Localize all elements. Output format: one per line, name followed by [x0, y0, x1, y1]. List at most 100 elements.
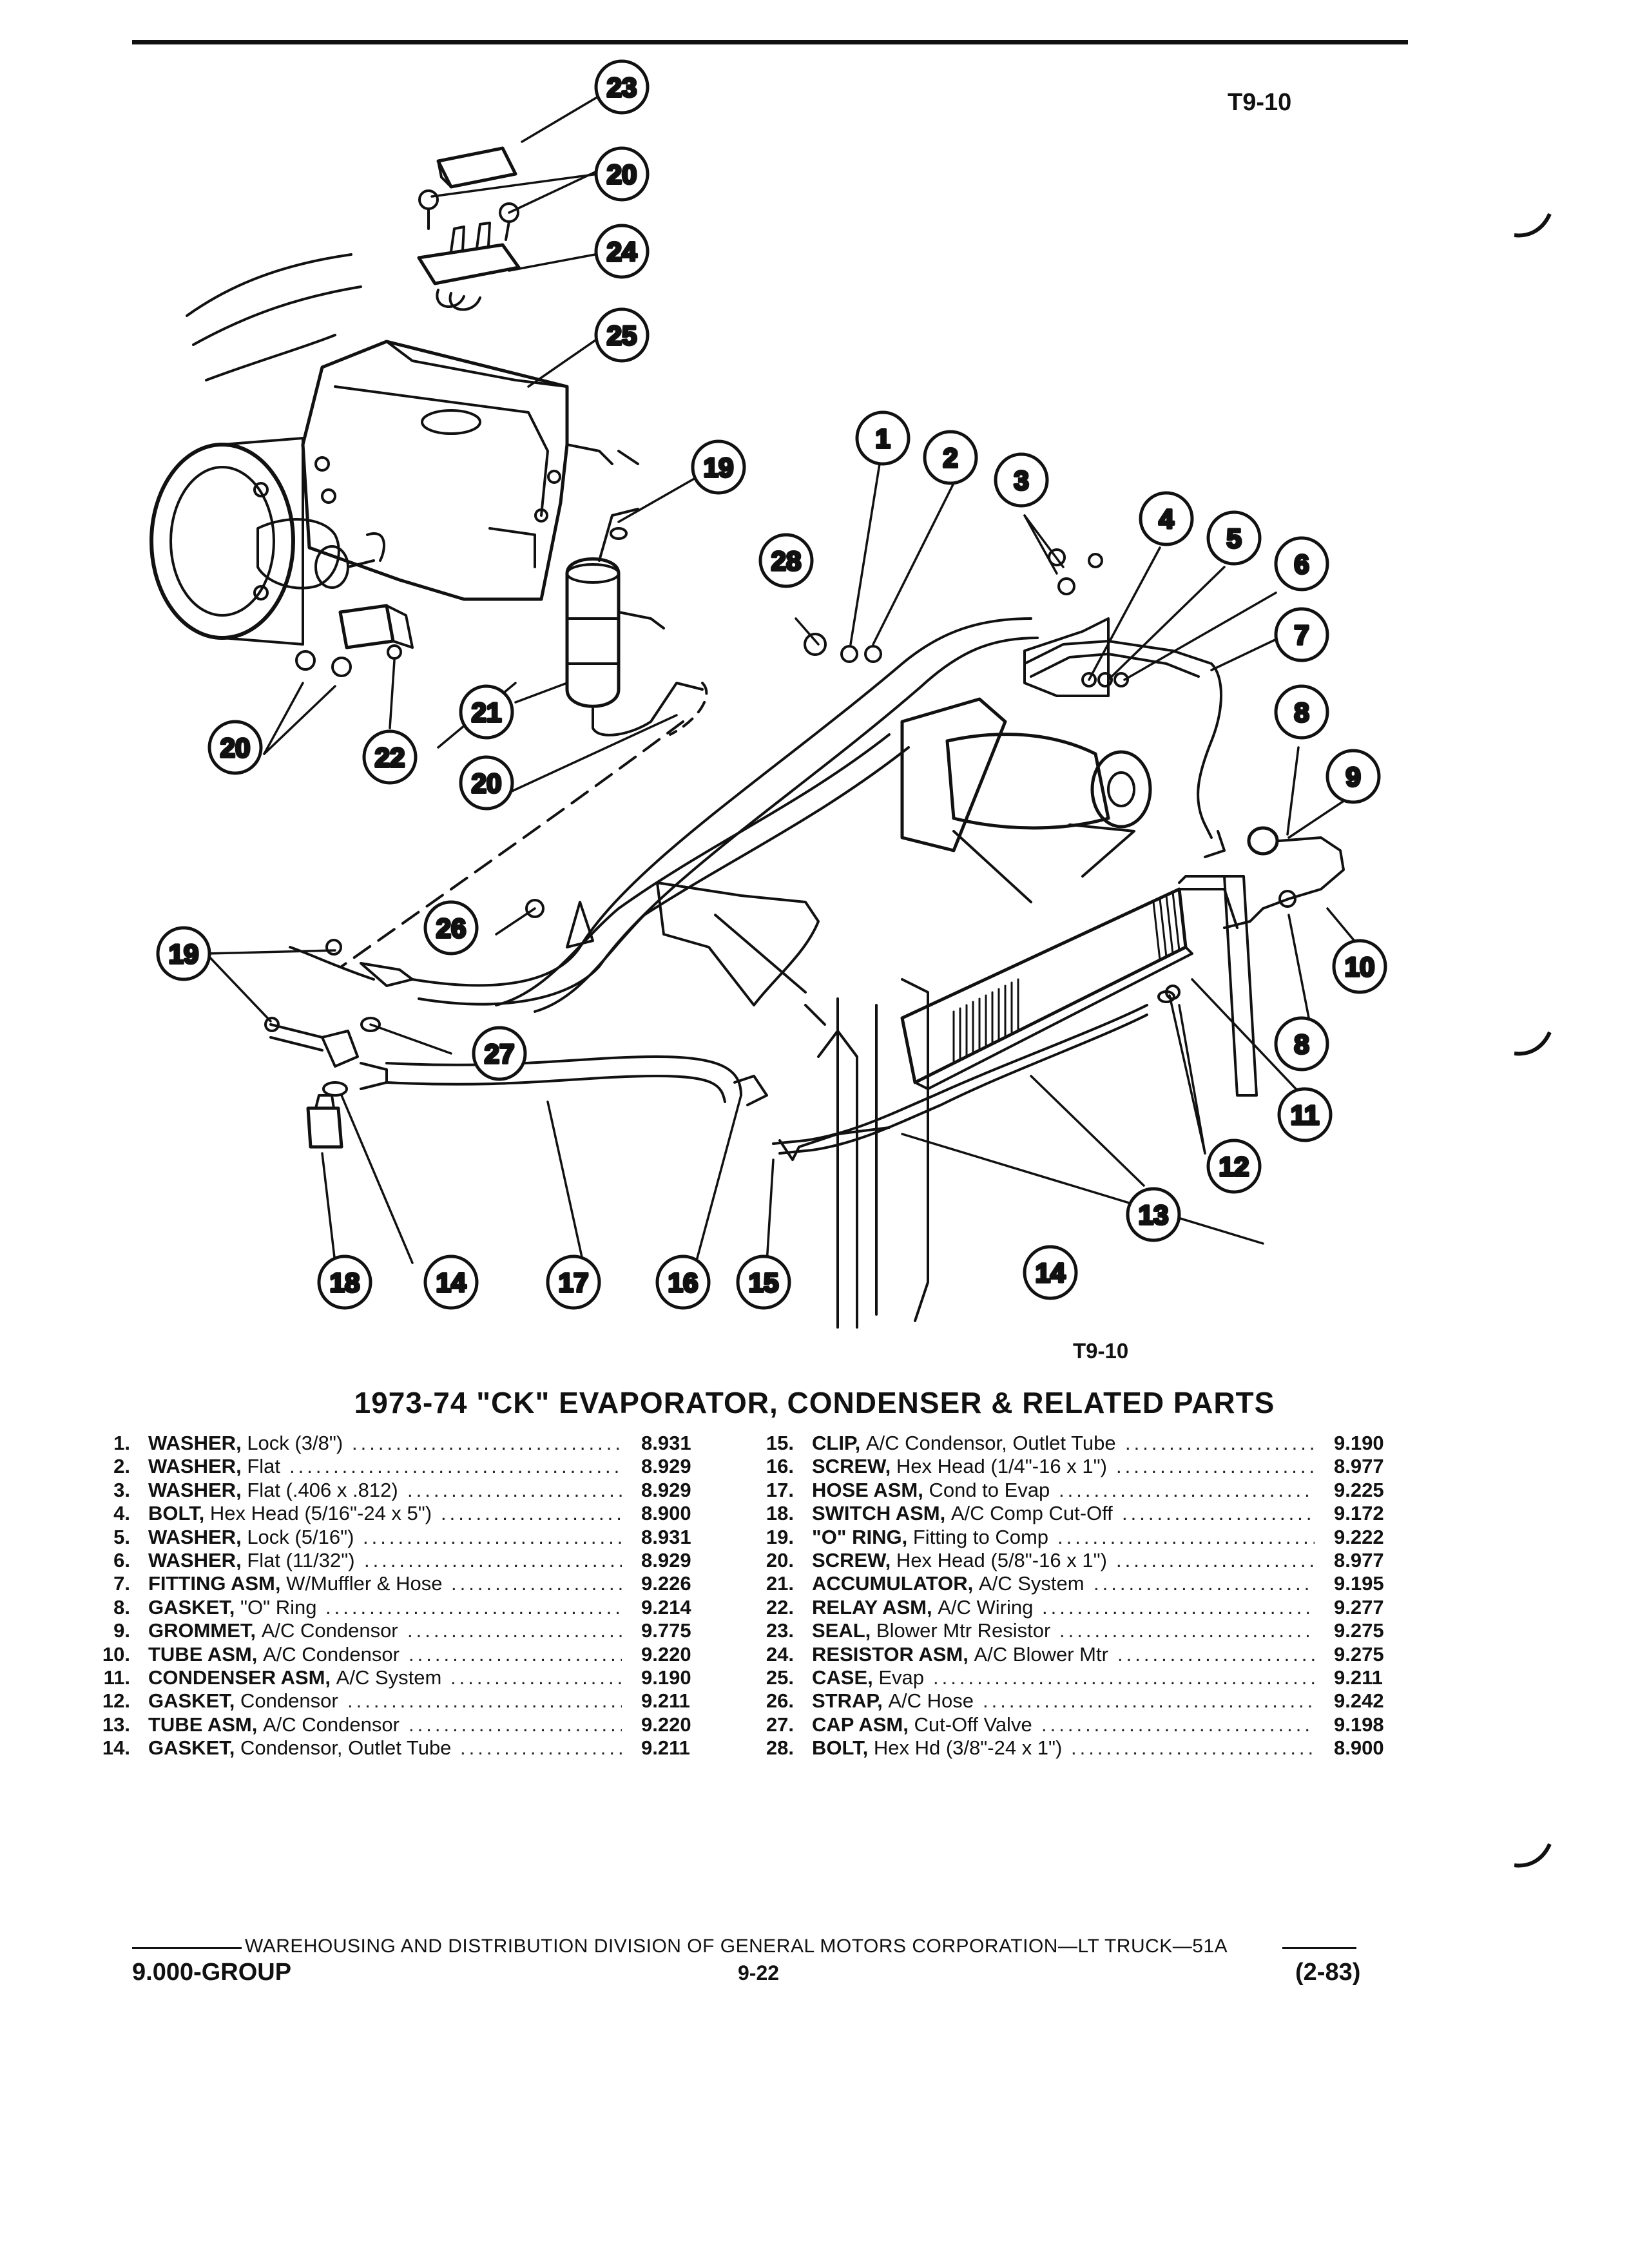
dot-leader: .................................... — [325, 1595, 622, 1619]
part-number: 3. — [113, 1478, 130, 1501]
parts-list-row: 8.GASKET, "O" Ring......................… — [90, 1596, 735, 1619]
part-name: TUBE ASM, — [148, 1642, 258, 1666]
part-name-line: SEAL, Blower Mtr Resistor — [812, 1619, 1050, 1642]
group-number: 9.275 — [1334, 1642, 1384, 1666]
part-description: A/C System — [978, 1572, 1084, 1595]
part-description: A/C System — [336, 1666, 442, 1689]
part-name-line: CONDENSER ASM, A/C System — [148, 1666, 441, 1689]
dot-leader: ...................... — [441, 1502, 622, 1525]
callout-9: 9 — [1325, 749, 1381, 804]
part-number: 13. — [102, 1713, 130, 1736]
callout-22: 22 — [362, 729, 418, 785]
group-number: 9.214 — [641, 1595, 691, 1619]
part-name-line: "O" RING, Fitting to Comp — [812, 1526, 1048, 1549]
group-number: 8.900 — [641, 1502, 691, 1525]
part-number: 6. — [113, 1548, 130, 1571]
part-number: 17. — [766, 1478, 794, 1501]
parts-list-row: 13.TUBE ASM, A/C Condensor..............… — [90, 1713, 735, 1736]
part-number: 5. — [113, 1525, 130, 1548]
dot-leader: ................................. — [352, 1432, 622, 1454]
group-number: 9.775 — [641, 1619, 691, 1642]
svg-text:8: 8 — [1294, 1029, 1309, 1059]
margin-mark — [1514, 1843, 1552, 1868]
group-number: 8.977 — [1334, 1548, 1384, 1571]
fasteners — [264, 548, 1296, 1032]
group-number: 9.198 — [1334, 1713, 1384, 1736]
part-description: Cond to Evap — [929, 1478, 1050, 1501]
group-number: 8.929 — [641, 1455, 691, 1478]
part-description: W/Muffler & Hose — [286, 1572, 443, 1595]
part-name-line: WASHER, Flat (11/32") — [148, 1549, 355, 1572]
part-name: WASHER, — [148, 1525, 242, 1548]
part-name: WASHER, — [148, 1432, 242, 1454]
part-name-line: WASHER, Lock (5/16") — [148, 1526, 354, 1549]
dot-leader: ................................. — [1042, 1595, 1315, 1619]
parts-list-row: 4.BOLT, Hex Head (5/16"-24 x 5")........… — [90, 1502, 735, 1525]
footer-page-number: 9-22 — [738, 1961, 780, 1984]
footer-rule-left — [132, 1947, 242, 1949]
part-description: Fitting to Comp — [912, 1525, 1049, 1548]
parts-list-row: 3.WASHER, Flat (.406 x .812)............… — [90, 1479, 735, 1502]
part-number: 14. — [102, 1736, 130, 1760]
parts-list-row: 9.GROMMET, A/C Condensor................… — [90, 1619, 735, 1642]
part-name-line: TUBE ASM, A/C Condensor — [148, 1713, 400, 1736]
part-name: HOSE ASM, — [812, 1478, 923, 1501]
part-number: 10. — [102, 1642, 130, 1666]
group-number: 9.225 — [1334, 1478, 1384, 1501]
part-name: BOLT, — [148, 1502, 205, 1525]
part-name: WASHER, — [148, 1478, 242, 1501]
svg-text:17: 17 — [559, 1267, 589, 1298]
part-description: Flat (11/32") — [247, 1548, 355, 1571]
callout-19-left: 19 — [156, 926, 211, 981]
part-name: CLIP, — [812, 1432, 861, 1454]
svg-text:20: 20 — [220, 733, 251, 763]
condenser — [900, 875, 1258, 1097]
part-name: GROMMET, — [148, 1619, 256, 1642]
figure-code-top: T9-10 — [1228, 89, 1292, 116]
callout-26: 26 — [423, 900, 479, 956]
dot-leader: .......................... — [407, 1619, 622, 1642]
part-number: 19. — [766, 1525, 794, 1548]
callout-27: 27 — [472, 1026, 527, 1081]
parts-list-row: 28.BOLT, Hex Hd (3/8"-24 x 1")..........… — [754, 1736, 1398, 1760]
part-description: A/C Blower Mtr — [974, 1642, 1108, 1666]
part-name-line: SWITCH ASM, A/C Comp Cut-Off — [812, 1502, 1113, 1525]
part-name-line: BOLT, Hex Hd (3/8"-24 x 1") — [812, 1736, 1062, 1760]
group-number: 8.900 — [1334, 1736, 1384, 1760]
dot-leader: ........................ — [1116, 1548, 1315, 1571]
callout-14-left: 14 — [423, 1254, 479, 1310]
top-rule — [132, 40, 1408, 44]
svg-text:1: 1 — [875, 423, 890, 454]
parts-list-row: 24.RESISTOR ASM, A/C Blower Mtr.........… — [754, 1643, 1398, 1666]
dot-leader: ....................... — [1125, 1432, 1315, 1454]
part-name-line: RELAY ASM, A/C Wiring — [812, 1596, 1033, 1619]
part-name: GASKET, — [148, 1689, 235, 1713]
svg-text:12: 12 — [1219, 1151, 1249, 1182]
part-name: ACCUMULATOR, — [812, 1572, 974, 1595]
part-number: 16. — [766, 1455, 794, 1478]
dot-leader: ........................................ — [289, 1455, 622, 1478]
dot-leader: ........................... — [1094, 1572, 1315, 1595]
part-name: CASE, — [812, 1666, 873, 1689]
parts-list-row: 17.HOSE ASM, Cond to Evap...............… — [754, 1479, 1398, 1502]
dot-leader: ........................ — [1117, 1642, 1315, 1666]
callout-5: 5 — [1206, 510, 1262, 566]
callout-12: 12 — [1206, 1139, 1262, 1194]
callout-7: 7 — [1274, 607, 1329, 662]
compressor — [900, 697, 1152, 903]
dot-leader: ............................... — [363, 1525, 622, 1548]
part-name: FITTING ASM, — [148, 1572, 281, 1595]
svg-text:11: 11 — [1291, 1100, 1319, 1130]
part-name: SWITCH ASM, — [812, 1502, 946, 1525]
part-name: RESISTOR ASM, — [812, 1642, 969, 1666]
part-description: Flat — [247, 1455, 280, 1478]
part-number: 27. — [766, 1713, 794, 1736]
part-number: 9. — [113, 1619, 130, 1642]
svg-text:6: 6 — [1294, 549, 1309, 579]
part-name: RELAY ASM, — [812, 1595, 932, 1619]
parts-list-row: 14.GASKET, Condensor, Outlet Tube.......… — [90, 1736, 735, 1760]
leader-lines — [205, 89, 1361, 1264]
dot-leader: ............................... — [1057, 1525, 1315, 1548]
svg-text:28: 28 — [771, 546, 802, 576]
figure-code-bottom: T9-10 — [1073, 1339, 1129, 1363]
